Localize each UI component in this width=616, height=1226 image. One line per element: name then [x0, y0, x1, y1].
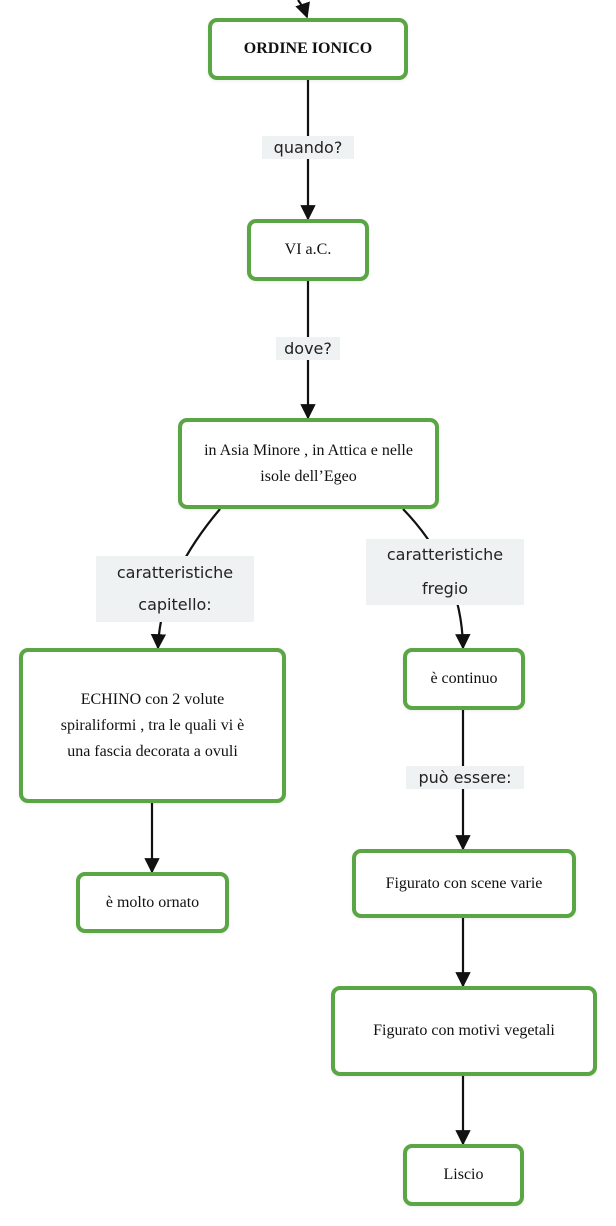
link-label-fregio-line2: fregio [421, 579, 469, 598]
node-molto-ornato-text: è molto ornato [105, 893, 200, 911]
link-label-puo-essere-text: può essere: [418, 767, 512, 787]
link-label-puo-essere: può essere: [406, 766, 524, 789]
node-asia-minore[interactable]: in Asia Minore , in Attica e nelle isole… [178, 418, 439, 509]
node-ordine-ionico[interactable]: ORDINE IONICO [208, 18, 408, 80]
node-echino[interactable]: ECHINO con 2 volute spiraliformi , tra l… [19, 648, 286, 803]
link-label-fregio-line1: caratteristiche [386, 545, 504, 564]
link-label-quando-text: quando? [273, 137, 343, 157]
node-motivi-vegetali[interactable]: Figurato con motivi vegetali [331, 986, 597, 1076]
link-label-dove-text: dove? [284, 338, 332, 358]
link-incoming-top [295, 0, 310, 19]
node-liscio[interactable]: Liscio [403, 1144, 524, 1206]
node-asia-minore-text: in Asia Minore , in Attica e nelle isole… [204, 441, 413, 485]
node-vi-ac[interactable]: VI a.C. [247, 219, 369, 281]
link-label-quando: quando? [262, 136, 354, 159]
link-label-caratteristiche-capitello: caratteristiche capitello: [96, 556, 254, 622]
node-scene-varie[interactable]: Figurato con scene varie [352, 849, 576, 918]
node-liscio-text: Liscio [443, 1166, 484, 1183]
link-label-capitello-line2: capitello: [138, 595, 212, 614]
node-vi-ac-text: VI a.C. [284, 241, 332, 258]
link-label-dove: dove? [276, 337, 340, 360]
node-echino-text: ECHINO con 2 volute spiraliformi , tra l… [60, 690, 245, 760]
node-continuo-text: è continuo [430, 670, 498, 687]
node-ordine-ionico-text: ORDINE IONICO [243, 40, 373, 57]
node-scene-varie-text: Figurato con scene varie [385, 874, 543, 892]
link-label-caratteristiche-fregio: caratteristiche fregio [366, 539, 524, 605]
node-motivi-vegetali-text: Figurato con motivi vegetali [373, 1022, 555, 1039]
link-label-capitello-line1: caratteristiche [116, 563, 234, 582]
node-molto-ornato[interactable]: è molto ornato [76, 872, 229, 933]
node-continuo[interactable]: è continuo [403, 648, 525, 710]
